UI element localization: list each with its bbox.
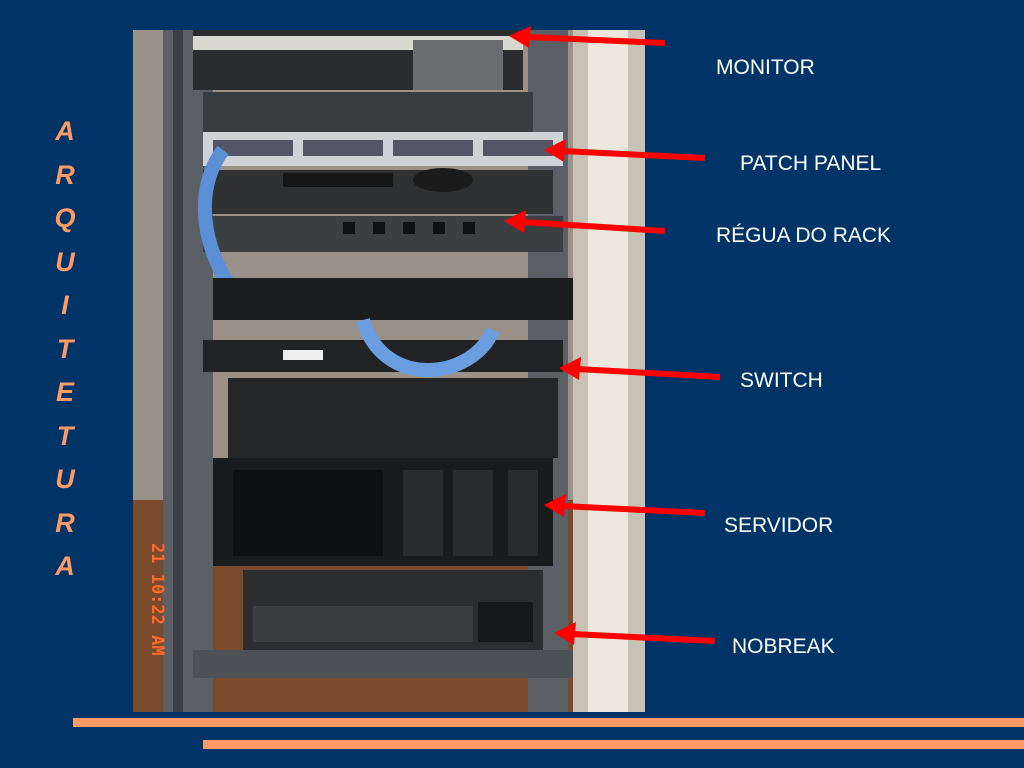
vertical-title-letter: Q: [54, 203, 76, 233]
vertical-title-letter: E: [55, 377, 74, 407]
arrow-icon: [559, 357, 721, 380]
vertical-title-letter: R: [55, 159, 75, 190]
vertical-title-letter: U: [55, 464, 75, 494]
arrow-icon: [554, 622, 716, 645]
arrow-icon: [544, 139, 706, 162]
vertical-title-letter: T: [56, 333, 74, 364]
vertical-title-letter: U: [55, 246, 75, 277]
vertical-title-letter: I: [61, 290, 69, 320]
label-switch: SWITCH: [740, 369, 823, 392]
vertical-title-letter: R: [55, 507, 75, 538]
arrow-icon: [544, 494, 706, 517]
vertical-title-letter: T: [56, 420, 74, 451]
label-servidor: SERVIDOR: [724, 514, 834, 537]
arrow-icon: [509, 26, 666, 48]
label-nobreak: NOBREAK: [732, 635, 835, 658]
vertical-title-letter: A: [55, 116, 75, 146]
vertical-title-letter: A: [55, 551, 75, 581]
arrow-icon: [504, 210, 666, 234]
decorative-rule-bottom: [203, 740, 1024, 749]
decorative-rule-top: [73, 718, 1024, 727]
label-monitor: MONITOR: [716, 56, 815, 79]
label-patch-panel: PATCH PANEL: [740, 152, 882, 175]
photo-timestamp: 21 10:22 AM: [147, 543, 167, 656]
label-regua-do-rack: RÉGUA DO RACK: [716, 224, 892, 247]
